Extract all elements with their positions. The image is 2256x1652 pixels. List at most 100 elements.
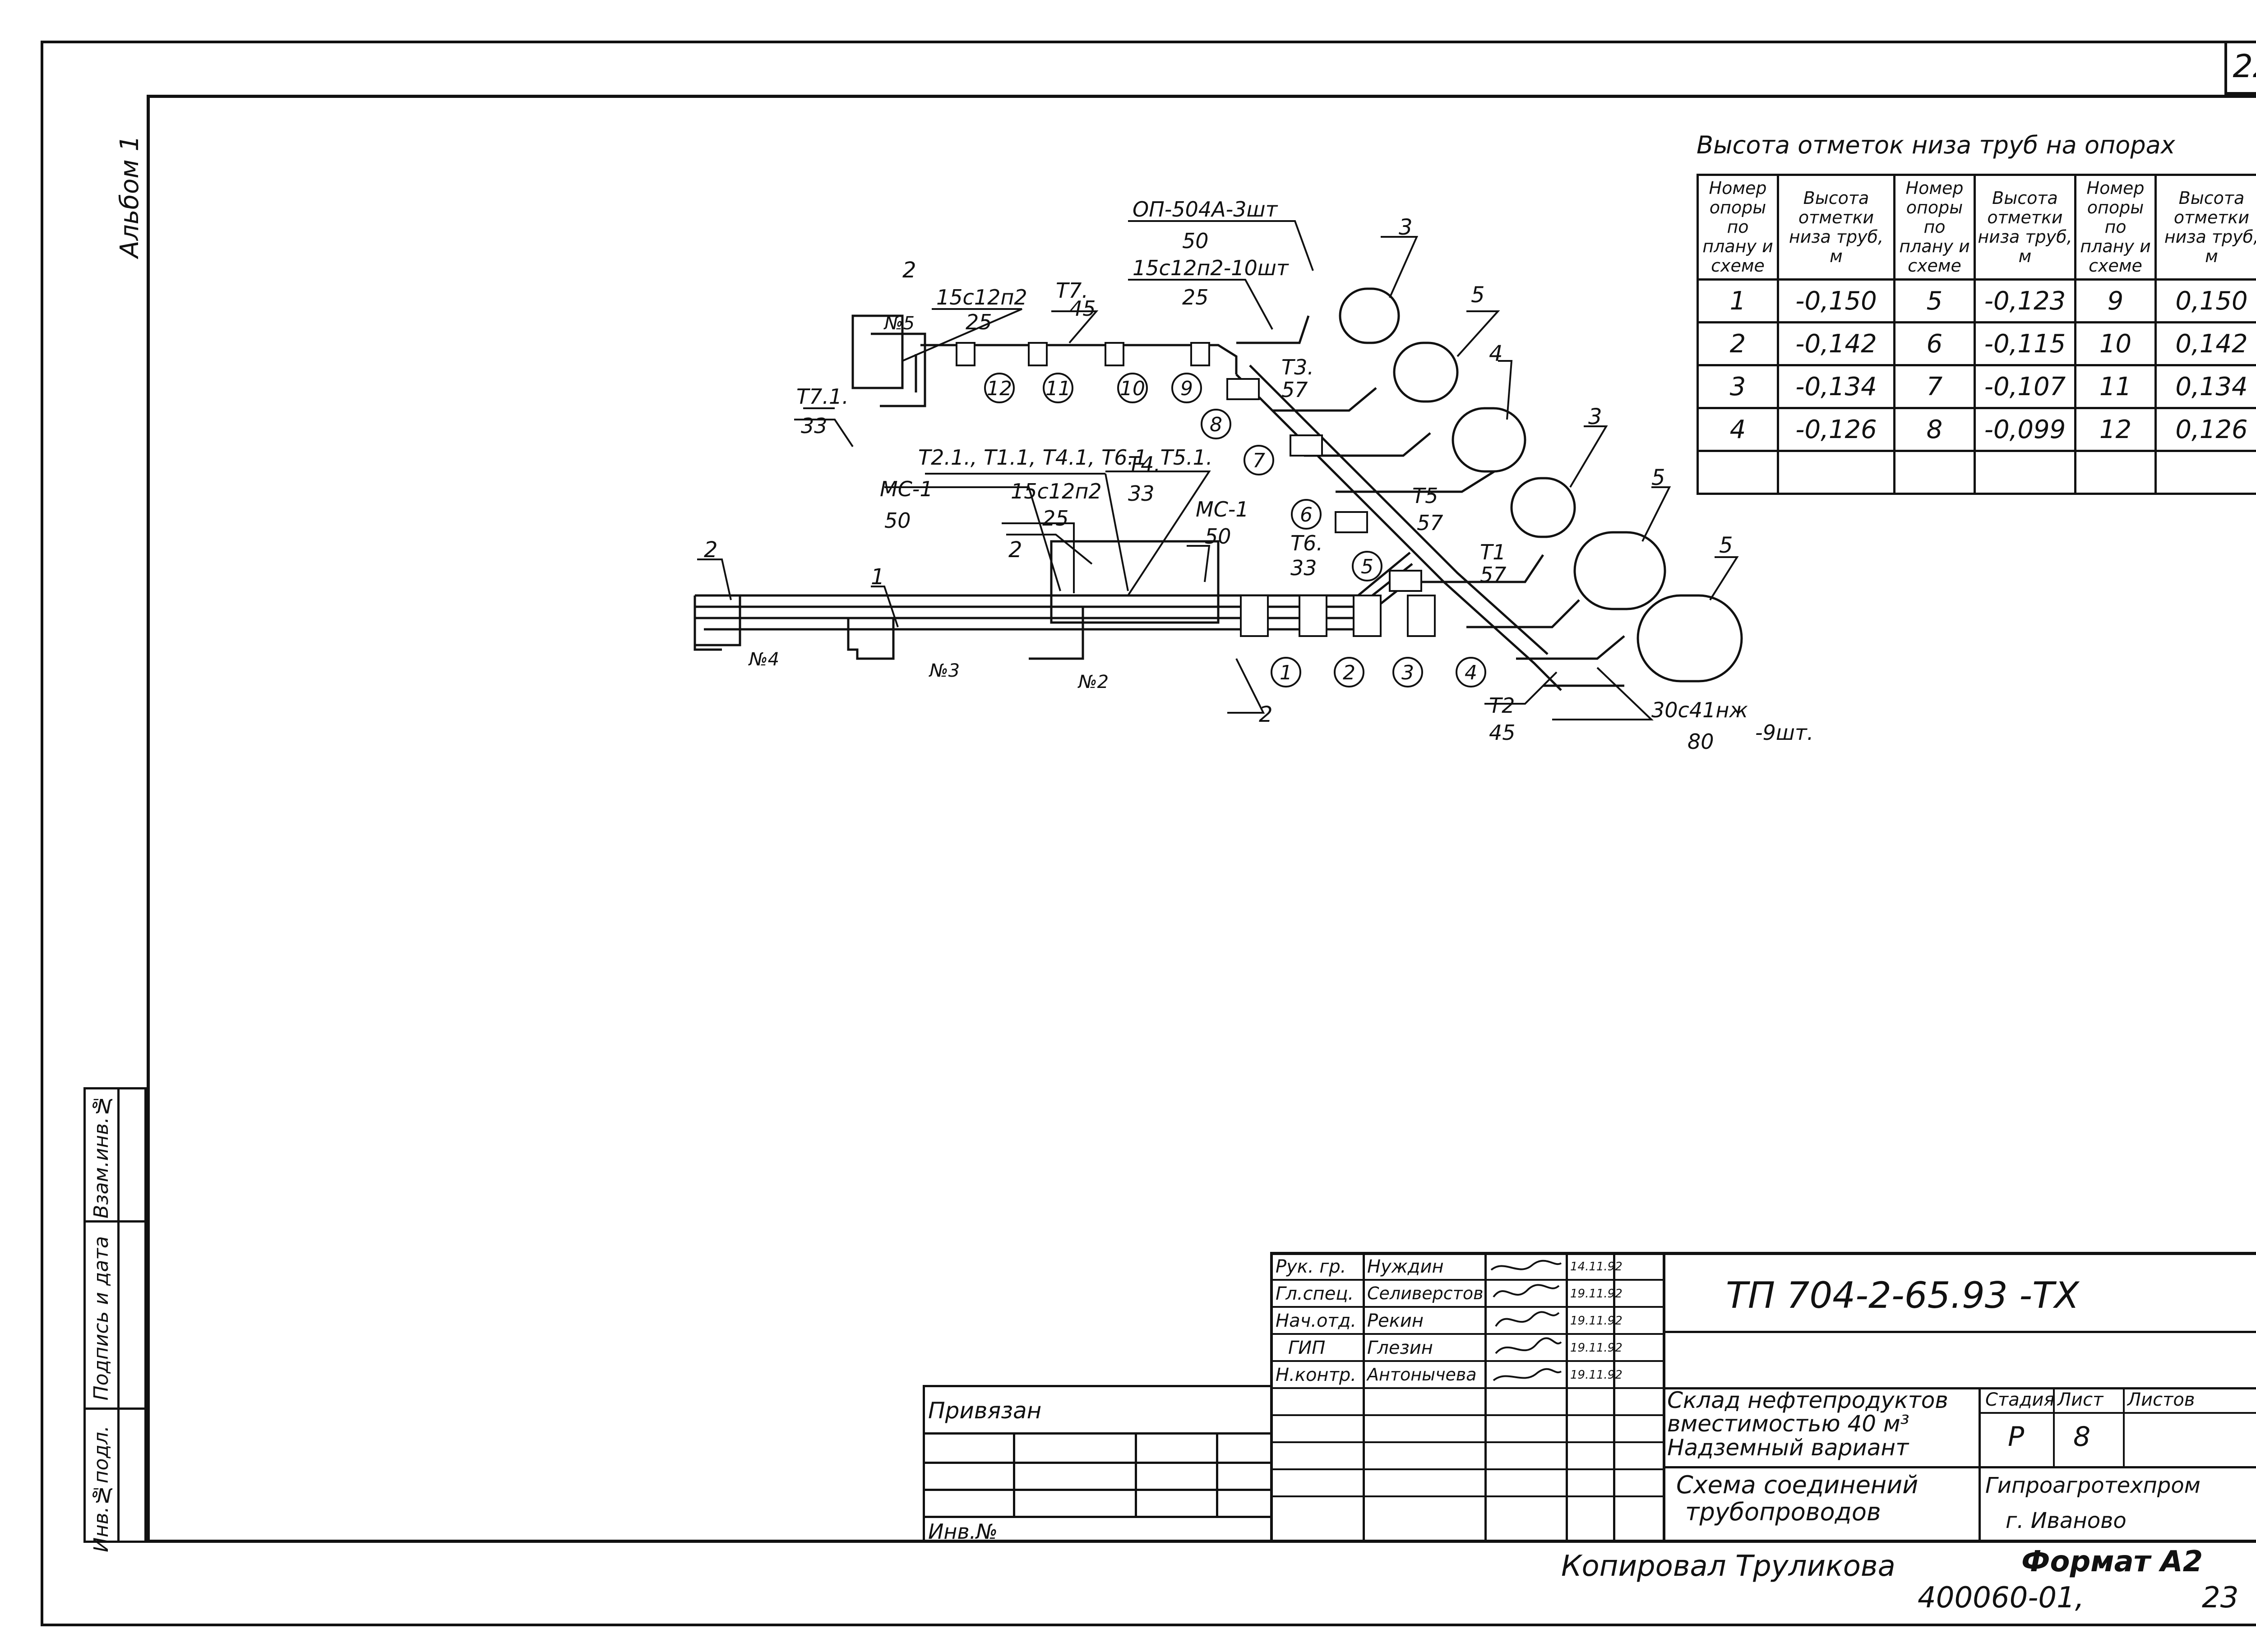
- tank: [1452, 407, 1526, 473]
- format: Формат А2: [2021, 1545, 2203, 1578]
- table-cell: 10: [2074, 321, 2157, 366]
- leader: [1105, 471, 1211, 596]
- callout: 5: [1719, 533, 1733, 558]
- leader: [1006, 534, 1093, 565]
- org-name: Гипроагротехпром: [1985, 1473, 2201, 1498]
- pit-5-inner: [871, 332, 926, 407]
- pit-4: [695, 594, 741, 646]
- heights-table: Номер опоры по плану и схеме Высота отме…: [1697, 174, 2256, 495]
- table-cell: 0,134: [2154, 364, 2256, 409]
- table-cell: -0,107: [1974, 364, 2076, 409]
- signature: [1493, 1284, 1560, 1298]
- leader: [1227, 658, 1265, 714]
- support-circle: [1352, 551, 1382, 581]
- table-cell: 4: [1697, 407, 1779, 452]
- leader: [1187, 545, 1211, 582]
- callout-numbers: 2 1 2 2 2 3 5 4 3 5 5: [704, 215, 1733, 727]
- tanks: [1339, 287, 1743, 683]
- support-block: [1389, 570, 1422, 592]
- support-circle: [1334, 657, 1364, 688]
- support-number: 7: [1253, 449, 1265, 472]
- support-circle: [1244, 445, 1274, 475]
- support-block: [1226, 378, 1260, 400]
- signature: [1493, 1368, 1562, 1381]
- label-pit5: №5: [883, 313, 915, 334]
- pit-box: [1050, 540, 1220, 624]
- pipe: [693, 595, 722, 651]
- support-blocks: [956, 342, 1436, 637]
- table-cell: -0,126: [1777, 407, 1895, 452]
- sheet-title-line-2: трубопроводов: [1685, 1498, 1881, 1526]
- support-number: 6: [1300, 503, 1313, 526]
- sheet-number: 22: [2224, 41, 2256, 95]
- leader: [794, 419, 854, 448]
- label-valve-mid-d: 25: [1042, 506, 1069, 531]
- table-cell: 6: [1893, 321, 1976, 366]
- pipe: [920, 344, 1238, 374]
- leader: [1484, 671, 1558, 705]
- table-cell: 7: [1893, 364, 1976, 409]
- pit-3: [847, 617, 895, 660]
- role: Рук. гр.: [1276, 1256, 1346, 1277]
- leader: [902, 308, 1022, 362]
- table-cell: -0,123: [1974, 278, 2076, 323]
- table-cell: [2074, 450, 2157, 495]
- support-number: 8: [1210, 413, 1222, 436]
- support-block: [1335, 511, 1368, 533]
- leader: [1051, 310, 1099, 344]
- support-circle: [1392, 657, 1423, 688]
- support-circle: [1271, 657, 1301, 688]
- table-header: Высота отметки низа труб, м: [2154, 174, 2256, 281]
- label-valve-mid: 15с12п2: [1011, 479, 1102, 503]
- table-title: Высота отметок низа труб на опорах: [1697, 131, 2175, 159]
- sheet-title-line-1: Схема соединений: [1676, 1471, 1919, 1499]
- label-t7-d: 45: [1069, 296, 1096, 321]
- drawing-frame: [147, 95, 2256, 1543]
- label-valve-bottom-q: -9шт.: [1755, 720, 1813, 745]
- pipe: [1516, 635, 1625, 660]
- privyazan-block: Привязан Инв.№: [923, 1385, 1272, 1544]
- callout: 3: [1399, 215, 1413, 240]
- designation: ТП 704-2-65.93 -ТХ: [1726, 1274, 2079, 1316]
- side-stamp: Инв.№подл. Подпись и дата Взам.инв.№: [83, 1087, 147, 1552]
- leader: [884, 486, 1061, 591]
- callout: 5: [1471, 282, 1485, 308]
- support-number: 11: [1045, 377, 1071, 400]
- table-cell: 0,126: [2154, 407, 2256, 452]
- date: 19.11.92: [1570, 1287, 1623, 1301]
- label-t1-d: 57: [1480, 563, 1507, 587]
- callout: 2: [902, 258, 916, 283]
- support-block: [1028, 342, 1048, 366]
- signature: [1495, 1311, 1560, 1327]
- callout: 1: [871, 564, 885, 590]
- copied-by: Копировал Труликова: [1561, 1550, 1895, 1583]
- support-numbers: 1 2 3 4 5 6 7 8 9 10 11 12: [987, 377, 1477, 684]
- role: Нач.отд.: [1276, 1311, 1357, 1331]
- label-mc1b-d: 50: [1205, 524, 1231, 549]
- label-op504: ОП-504А-3шт: [1133, 197, 1278, 221]
- support-number: 9: [1180, 377, 1193, 400]
- table-cell: 3: [1697, 364, 1779, 409]
- pipe: [1466, 599, 1580, 628]
- label-t7: Т7.: [1056, 278, 1088, 303]
- label-t5-d: 57: [1417, 511, 1443, 535]
- signatures: [1490, 1260, 1562, 1381]
- support-block: [1190, 342, 1210, 366]
- leader: [1641, 486, 1671, 542]
- table-cell: -0,150: [1777, 278, 1895, 323]
- project-line-2: вместимостью 40 м³: [1667, 1411, 1909, 1437]
- label-t6: Т6.: [1290, 531, 1323, 555]
- label-t71: Т7.1.: [796, 384, 849, 409]
- table-cell: [1697, 450, 1779, 495]
- callout: 2: [1259, 702, 1273, 727]
- table-header: Высота отметки низа труб, м: [1974, 174, 2076, 281]
- stage-label: Стадия: [1985, 1389, 2055, 1410]
- table-cell: 9: [2074, 278, 2157, 323]
- label-pit2: №2: [1077, 672, 1109, 692]
- label-mc1a-d: 50: [884, 508, 911, 533]
- label-t4-d: 33: [1128, 481, 1155, 506]
- support-block: [1407, 595, 1436, 637]
- privyazan-label: Привязан: [928, 1398, 1042, 1424]
